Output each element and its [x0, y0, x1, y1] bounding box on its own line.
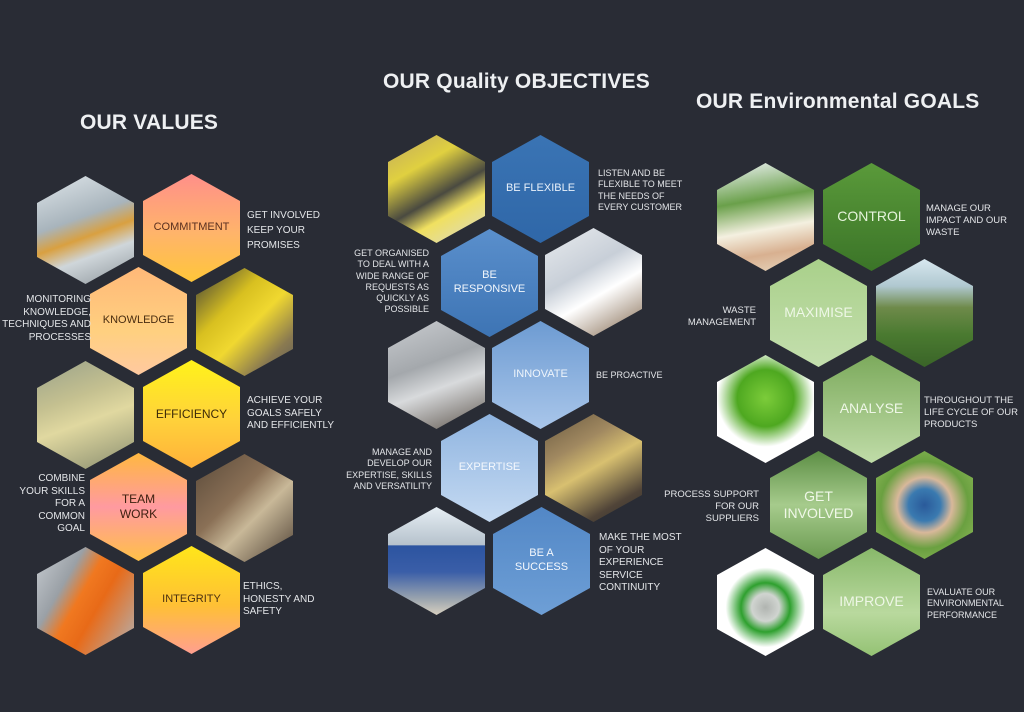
value-description-teamwork: COMBINE YOUR SKILLS FOR A COMMON GOAL	[19, 473, 85, 534]
values-title: OUR VALUES	[80, 111, 219, 134]
value-label: TEAM WORK	[119, 492, 158, 521]
quality-description-be-flexible: LISTEN AND BE FLEXIBLE TO MEET THE NEEDS…	[598, 168, 683, 212]
quality-hex-expertise: EXPERTISE	[441, 414, 538, 522]
quality-hex-be-a-success: BE A SUCCESS	[493, 507, 590, 615]
value-label: COMMITMENT	[153, 221, 230, 234]
conveyor-rails-photo	[388, 135, 485, 243]
quality-hex-innovate: INNOVATE	[492, 321, 589, 429]
quality-description-be-responsive: GET ORGANISED TO DEAL WITH A WIDE RANGE …	[354, 248, 429, 315]
environment-hex-get-involved: GET INVOLVED	[770, 451, 867, 559]
team-hands-photo	[196, 454, 293, 562]
value-description-efficiency: ACHIEVE YOUR GOALS SAFELY AND EFFICIENTL…	[247, 395, 335, 431]
environment-label: GET INVOLVED	[783, 487, 854, 522]
quality-label: BE A SUCCESS	[514, 547, 569, 573]
quality-description-innovate: BE PROACTIVE	[596, 370, 663, 380]
environment-description-control: MANAGE OUR IMPACT AND OUR WASTE	[926, 203, 1007, 238]
value-description-commitment: GET INVOLVED KEEP YOUR PROMISES	[247, 210, 320, 251]
environment-label: IMPROVE	[839, 593, 904, 610]
quality-description-be-a-success: MAKE THE MOST OF YOUR EXPERIENCE SERVICE…	[599, 532, 682, 593]
environment-description-analyse: THROUGHOUT THE LIFE CYCLE OF OUR PRODUCT…	[924, 395, 1018, 430]
quality-hex-be-responsive: BE RESPONSIVE	[441, 229, 538, 337]
environment-title: OUR Environmental GOALS	[696, 90, 980, 113]
quality-label: BE RESPONSIVE	[453, 269, 526, 295]
quality-label: INNOVATE	[513, 368, 568, 381]
quality-label: EXPERTISE	[458, 461, 521, 474]
value-hex-knowledge: KNOWLEDGE	[90, 267, 187, 375]
technical-drawing-photo	[545, 228, 642, 336]
value-hex-efficiency: EFFICIENCY	[143, 360, 240, 468]
quality-hex-be-flexible: BE FLEXIBLE	[492, 135, 589, 243]
value-hex-teamwork: TEAM WORK	[90, 453, 187, 561]
value-label: INTEGRITY	[162, 593, 221, 606]
environment-label: MAXIMISE	[784, 304, 853, 321]
production-line-photo	[37, 361, 134, 469]
environment-hex-analyse: ANALYSE	[823, 355, 920, 463]
quality-label: BE FLEXIBLE	[505, 182, 576, 195]
quality-description-expertise: MANAGE AND DEVELOP OUR EXPERTISE, SKILLS…	[346, 447, 432, 491]
earth-in-hands-photo	[876, 451, 973, 559]
environment-description-improve: EVALUATE OUR ENVIRONMENTAL PERFORMANCE	[927, 587, 1004, 620]
control-cabinet-photo	[388, 321, 485, 429]
environment-hex-improve: IMPROVE	[823, 548, 920, 656]
environment-description-maximise: WASTE MANAGEMENT	[687, 305, 756, 328]
recycle-globe-photo	[717, 548, 814, 656]
value-label: EFFICIENCY	[155, 406, 228, 421]
environment-label: CONTROL	[837, 208, 906, 225]
environment-hex-maximise: MAXIMISE	[770, 259, 867, 367]
value-description-knowledge: MONITORING KNOWLEDGE, TECHNIQUES AND PRO…	[2, 294, 91, 343]
environment-hex-control: CONTROL	[823, 163, 920, 271]
tree-in-hand-photo	[717, 163, 814, 271]
yellow-fixture-photo	[196, 268, 293, 376]
quality-title: OUR Quality OBJECTIVES	[383, 70, 650, 93]
value-label: KNOWLEDGE	[102, 314, 175, 327]
environment-label: ANALYSE	[839, 400, 904, 417]
gear-tree-photo	[717, 355, 814, 463]
robot-cell-photo	[37, 176, 134, 284]
value-hex-integrity: INTEGRITY	[143, 546, 240, 654]
value-description-integrity: ETHICS, HONESTY AND SAFETY	[243, 581, 315, 617]
company-building-photo	[388, 507, 485, 615]
green-mountain-photo	[876, 259, 973, 367]
factory-machinery-photo	[545, 414, 642, 522]
value-hex-commitment: COMMITMENT	[143, 174, 240, 282]
environment-description-get-involved: PROCESS SUPPORT FOR OUR SUPPLIERS	[664, 489, 759, 524]
orange-robot-arm-photo	[37, 547, 134, 655]
